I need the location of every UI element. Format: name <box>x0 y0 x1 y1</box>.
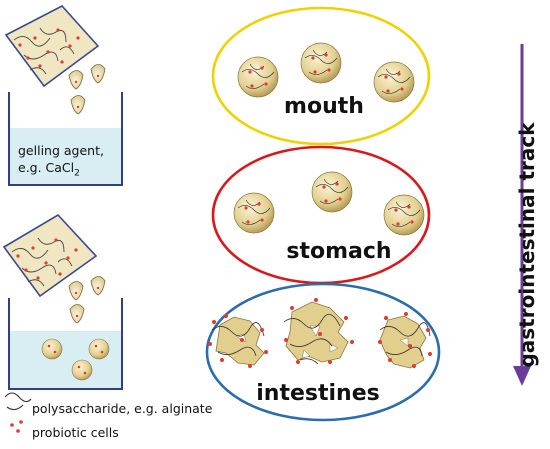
gelling-agent-example-text: e.g. CaCl <box>18 160 75 175</box>
intestines-ellipse <box>205 282 441 422</box>
mouth-ellipse <box>211 6 431 146</box>
polysaccharide-legend-icon <box>4 392 32 411</box>
gi-direction-arrow <box>513 44 531 386</box>
gelling-agent-label: gelling agent, e.g. CaCl2 <box>18 142 118 183</box>
beaker-2 <box>8 298 123 390</box>
stomach-beads <box>233 171 425 236</box>
stage-label-stomach: stomach <box>286 239 391 264</box>
pouring-container-2 <box>2 213 98 298</box>
stage-label-intestines: intestines <box>256 381 379 406</box>
falling-drops-1 <box>68 64 106 115</box>
pouring-container-1 <box>4 5 100 88</box>
falling-drops-2 <box>68 276 106 324</box>
beaker-2-beads <box>41 338 110 381</box>
legend-polysaccharide-label: polysaccharide, e.g. alginate <box>32 401 213 416</box>
gelling-agent-example-subscript: 2 <box>74 168 80 179</box>
legend-probiotic-cells-label: probiotic cells <box>32 425 119 440</box>
gelling-agent-example: e.g. CaCl2 <box>18 159 118 183</box>
intestines-disintegrating-beads <box>208 298 432 369</box>
beaker-1 <box>8 92 123 186</box>
gastrointestinal-axis-label: gastrointestinal track <box>515 122 539 368</box>
probiotic-cells-legend-icon <box>10 420 23 433</box>
gelling-agent-line: gelling agent, <box>18 143 104 158</box>
mouth-beads <box>237 42 415 103</box>
stage-label-mouth: mouth <box>284 94 364 119</box>
